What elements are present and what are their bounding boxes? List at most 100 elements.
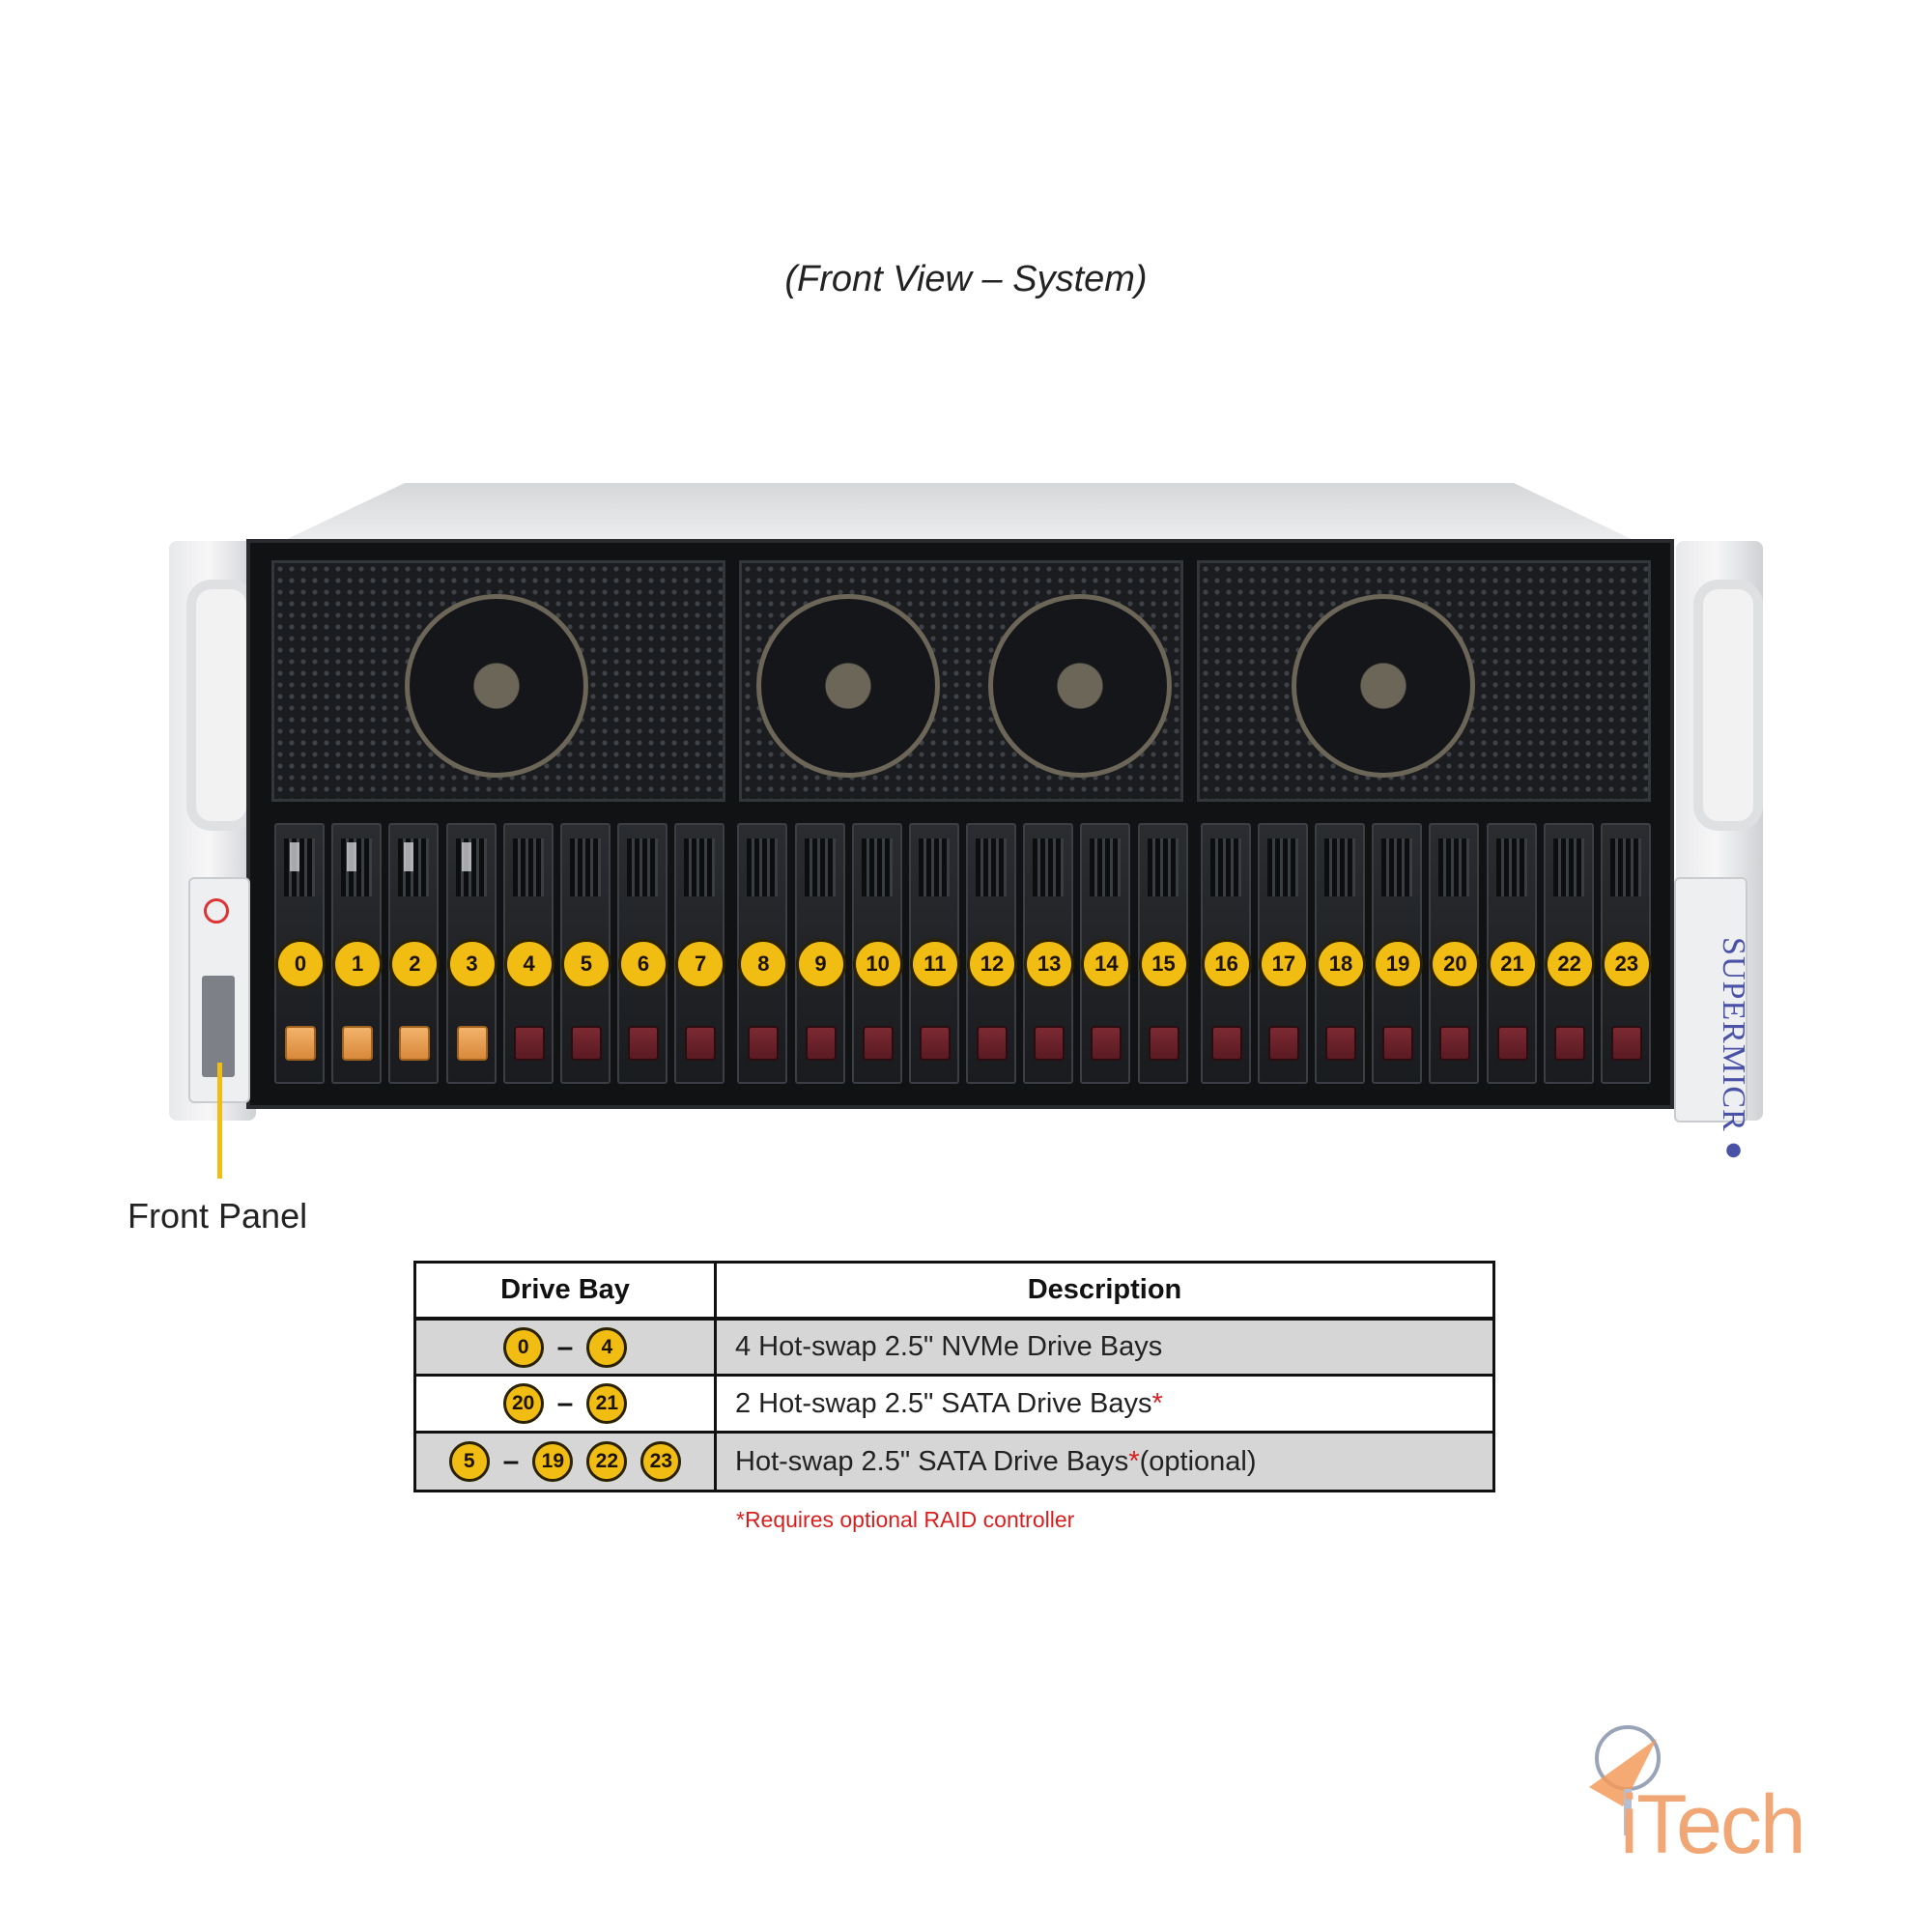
bay-number-badge: 2 bbox=[389, 939, 440, 989]
bay-number-badge: 13 bbox=[1024, 939, 1075, 989]
header-description: Description bbox=[1027, 1274, 1182, 1305]
drive-bay[interactable]: 7 bbox=[674, 823, 726, 1084]
drive-latch[interactable] bbox=[1496, 1026, 1528, 1061]
chassis-lid bbox=[283, 483, 1635, 541]
bay-number-badge: 15 bbox=[1138, 939, 1189, 989]
drive-bay[interactable]: 1 bbox=[331, 823, 384, 1084]
drive-bay[interactable]: 21 bbox=[1486, 823, 1538, 1084]
drive-bay[interactable]: 6 bbox=[617, 823, 668, 1084]
drive-latch[interactable] bbox=[1267, 1026, 1299, 1061]
drive-bay[interactable]: 12 bbox=[966, 823, 1017, 1084]
bay-number-badge: 17 bbox=[1258, 939, 1309, 989]
drive-bay[interactable]: 14 bbox=[1080, 823, 1132, 1084]
drive-bay[interactable]: 15 bbox=[1137, 823, 1189, 1084]
drive-latch[interactable] bbox=[862, 1026, 894, 1061]
description-cell: 2 Hot-swap 2.5" SATA Drive Bays* bbox=[735, 1387, 1163, 1419]
drive-bay[interactable]: 17 bbox=[1257, 823, 1309, 1084]
brand-panel bbox=[1674, 877, 1747, 1122]
bay-number-badge: 23 bbox=[640, 1441, 682, 1482]
drive-latch[interactable] bbox=[1382, 1026, 1414, 1061]
status-led-strip bbox=[202, 976, 235, 1077]
fan-icon bbox=[1292, 594, 1475, 778]
logo-text: iTech bbox=[1620, 1778, 1806, 1871]
bay-number-badge: 4 bbox=[503, 939, 554, 989]
drive-bay[interactable]: 3 bbox=[445, 823, 497, 1084]
bay-range-cell: 0–4 bbox=[416, 1321, 714, 1374]
drive-latch[interactable] bbox=[1325, 1026, 1356, 1061]
drive-latch[interactable] bbox=[919, 1026, 951, 1061]
drive-bay[interactable]: 0 bbox=[274, 823, 326, 1084]
drive-latch[interactable] bbox=[805, 1026, 837, 1061]
drive-bay[interactable]: 11 bbox=[908, 823, 960, 1084]
bay-number-badge: 7 bbox=[675, 939, 726, 989]
drive-latch[interactable] bbox=[977, 1026, 1008, 1061]
drive-bay[interactable]: 22 bbox=[1543, 823, 1595, 1084]
drive-latch[interactable] bbox=[1439, 1026, 1471, 1061]
fan-bay-left bbox=[271, 560, 725, 802]
range-dash: – bbox=[556, 1330, 574, 1363]
bay-number-badge: 22 bbox=[586, 1441, 628, 1482]
drive-bay[interactable]: 8 bbox=[737, 823, 789, 1084]
bay-number-badge: 12 bbox=[967, 939, 1017, 989]
drive-bay[interactable]: 4 bbox=[502, 823, 554, 1084]
fan-icon bbox=[405, 594, 588, 778]
bay-number-badge: 4 bbox=[586, 1326, 628, 1368]
bay-number-badge: 9 bbox=[795, 939, 846, 989]
bay-number-badge: 0 bbox=[275, 939, 326, 989]
bay-number-badge: 3 bbox=[446, 939, 497, 989]
figure-caption: (Front View – System) bbox=[784, 259, 1148, 299]
drive-latch[interactable] bbox=[685, 1026, 717, 1061]
drive-bay[interactable]: 9 bbox=[794, 823, 846, 1084]
drive-latch[interactable] bbox=[628, 1026, 659, 1061]
drive-bay[interactable]: 10 bbox=[851, 823, 903, 1084]
bay-number-badge: 23 bbox=[1601, 939, 1652, 989]
table-header: Drive Bay Description bbox=[416, 1264, 1492, 1321]
drive-latch[interactable] bbox=[1210, 1026, 1242, 1061]
drive-latch[interactable] bbox=[748, 1026, 780, 1061]
drive-bay[interactable]: 5 bbox=[559, 823, 611, 1084]
drive-latch[interactable] bbox=[342, 1026, 374, 1061]
nvme-tag bbox=[461, 842, 471, 871]
drive-bay[interactable]: 2 bbox=[388, 823, 440, 1084]
drive-bay[interactable]: 16 bbox=[1200, 823, 1252, 1084]
bay-number-badge: 8 bbox=[738, 939, 789, 989]
bay-number-badge: 5 bbox=[448, 1441, 490, 1482]
bay-number-badge: 11 bbox=[909, 939, 960, 989]
fan-bay-center bbox=[739, 560, 1183, 802]
drive-latch[interactable] bbox=[1148, 1026, 1179, 1061]
table-row: 0–4 4 Hot-swap 2.5" NVMe Drive Bays bbox=[416, 1321, 1492, 1377]
description-cell: Hot-swap 2.5" SATA Drive Bays* (optional… bbox=[735, 1445, 1257, 1477]
bay-number-badge: 19 bbox=[1373, 939, 1424, 989]
description-cell: 4 Hot-swap 2.5" NVMe Drive Bays bbox=[735, 1331, 1163, 1362]
drive-latch[interactable] bbox=[1553, 1026, 1585, 1061]
drive-bay[interactable]: 13 bbox=[1023, 823, 1075, 1084]
nvme-tag bbox=[347, 842, 357, 871]
drive-latch[interactable] bbox=[456, 1026, 488, 1061]
drive-latch[interactable] bbox=[1091, 1026, 1122, 1061]
drive-bay[interactable]: 19 bbox=[1372, 823, 1424, 1084]
brand-logo: SUPERMICR● bbox=[1716, 937, 1751, 1169]
fan-icon bbox=[756, 594, 940, 778]
drive-latch[interactable] bbox=[399, 1026, 431, 1061]
drive-latch[interactable] bbox=[1610, 1026, 1642, 1061]
range-dash: – bbox=[502, 1445, 520, 1477]
drive-latch[interactable] bbox=[285, 1026, 316, 1061]
drive-latch[interactable] bbox=[570, 1026, 602, 1061]
drive-latch[interactable] bbox=[1034, 1026, 1065, 1061]
header-drive-bay: Drive Bay bbox=[500, 1274, 630, 1305]
bay-number-badge: 5 bbox=[560, 939, 611, 989]
nvme-tag bbox=[290, 842, 299, 871]
bay-number-badge: 20 bbox=[1430, 939, 1481, 989]
drive-bay[interactable]: 18 bbox=[1315, 823, 1366, 1084]
right-rack-ear bbox=[1676, 541, 1763, 1121]
bay-number-badge: 21 bbox=[586, 1383, 628, 1424]
bay-number-badge: 10 bbox=[852, 939, 903, 989]
drive-bay[interactable]: 23 bbox=[1600, 823, 1652, 1084]
power-button-icon[interactable] bbox=[204, 898, 229, 923]
drive-bay[interactable]: 20 bbox=[1429, 823, 1481, 1084]
drive-latch[interactable] bbox=[513, 1026, 545, 1061]
